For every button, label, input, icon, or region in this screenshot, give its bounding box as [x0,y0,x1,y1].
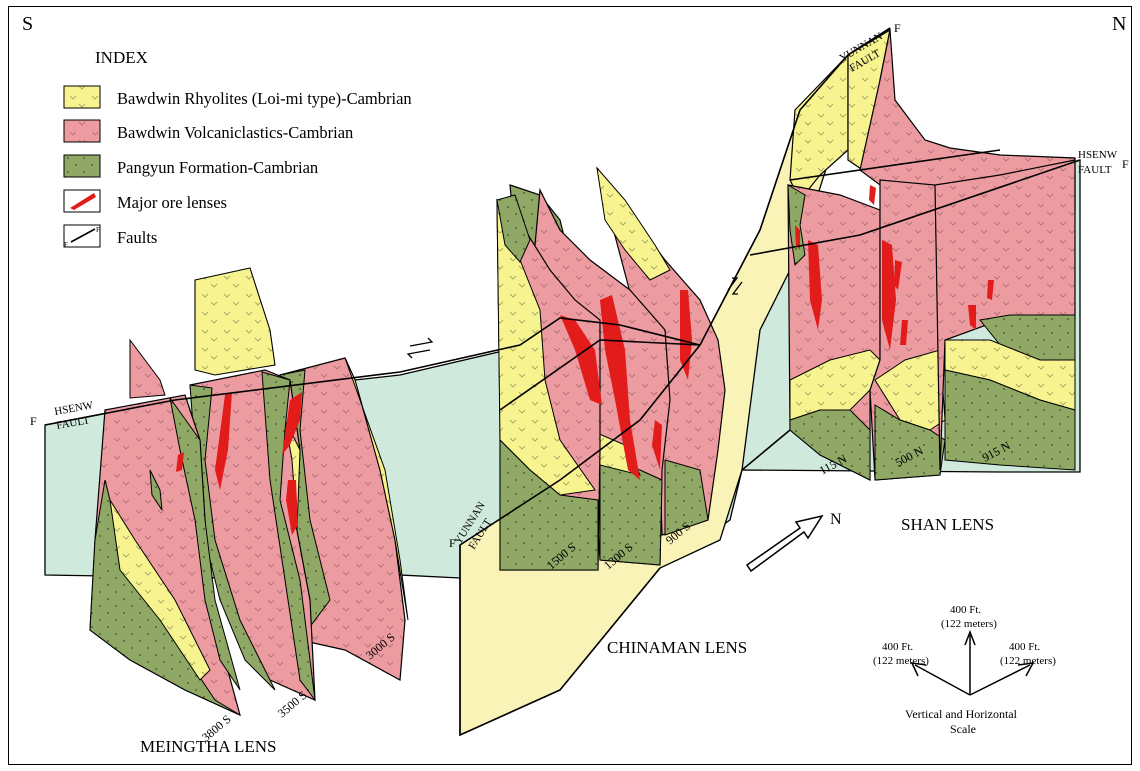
shan-lens-title: SHAN LENS [901,515,994,534]
dotted-pattern-icon [64,155,100,177]
fault-label-hsenw-right: HSENW FAULT F [1078,149,1129,176]
north-arrow-icon: N [747,511,842,571]
volcaniclastic-pattern-icon [64,120,100,142]
fault-name: HSENW [1078,149,1118,161]
section-3000s-top-yellow [195,268,275,375]
legend: INDEX Bawdwin Rhyolites (Loi-mi type)-Ca… [64,48,412,249]
scale-left-sub: (122 meters) [873,655,929,667]
section-top-pink [130,340,165,398]
scale-left-label: 400 Ft. [882,641,913,653]
fault-letter: F [894,21,901,35]
rhyolite-pattern-icon [64,86,100,108]
fault-label-hsenw-left: F HSENW FAULT [30,399,95,432]
legend-label: Bawdwin Volcaniclastics-Cambrian [117,123,353,142]
scale-right-label: 400 Ft. [1009,641,1040,653]
scale-vertical-sub: (122 meters) [941,618,997,630]
legend-item-rhyolites: Bawdwin Rhyolites (Loi-mi type)-Cambrian [64,86,412,108]
fault-letter: F [449,536,456,550]
fault-icon-letter: F [96,226,100,234]
fault-letter: F [1122,157,1129,171]
chinaman-lens-title: CHINAMAN LENS [607,638,747,657]
section-label-3500s: 3500 S [275,688,310,720]
north-arrow-label: N [830,511,842,528]
meingtha-lens-title: MEINGTHA LENS [140,737,276,756]
fault-icon-letter: F [64,241,68,249]
legend-label: Major ore lenses [117,193,227,212]
scale-caption-1: Vertical and Horizontal [905,707,1018,721]
legend-label: Pangyun Formation-Cambrian [117,158,318,177]
south-label: S [22,13,33,35]
legend-item-faults: F F Faults [64,225,157,249]
scale-right-sub: (122 meters) [1000,655,1056,667]
fault-letter: F [30,414,37,428]
legend-item-volcaniclastics: Bawdwin Volcaniclastics-Cambrian [64,120,353,142]
fault-sub: FAULT [1078,164,1112,176]
legend-label: Faults [117,228,157,247]
north-label: N [1112,13,1126,35]
legend-label: Bawdwin Rhyolites (Loi-mi type)-Cambrian [117,89,412,108]
scale-vertical-label: 400 Ft. [950,604,981,616]
legend-item-pangyun: Pangyun Formation-Cambrian [64,155,318,177]
legend-title: INDEX [95,48,148,67]
scale-caption-2: Scale [950,722,976,736]
legend-item-ore: Major ore lenses [64,190,227,212]
